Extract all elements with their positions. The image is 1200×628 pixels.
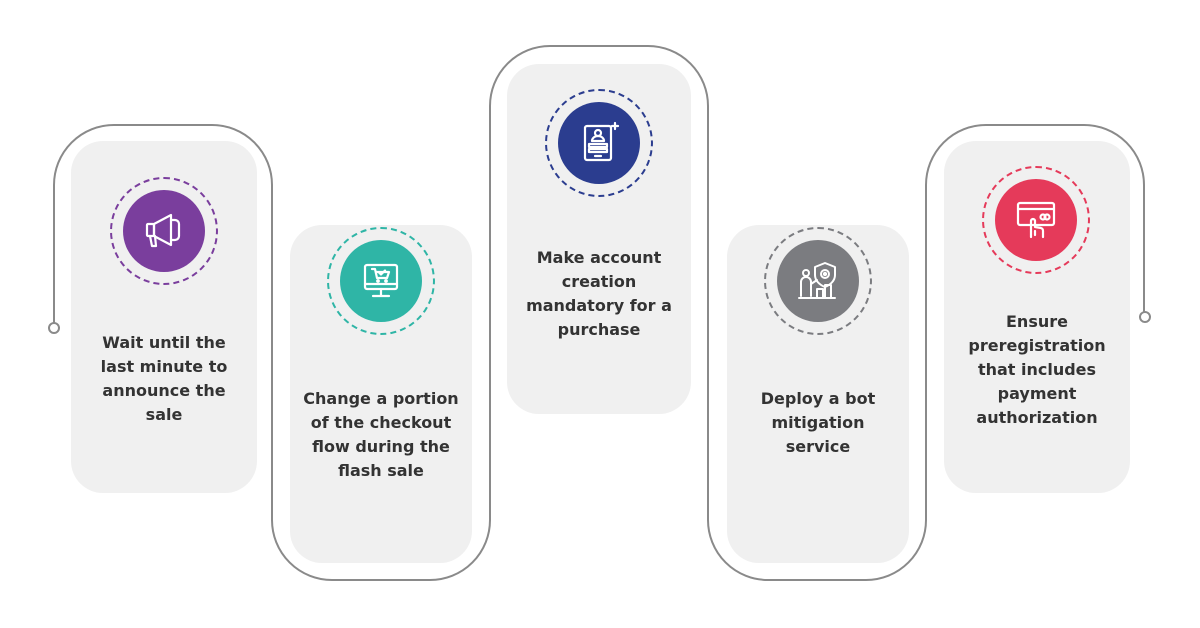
- card-payment-icon: [1016, 201, 1056, 239]
- step-icon-1: [110, 177, 218, 285]
- step-icon-4: [764, 227, 872, 335]
- step-icon-5: [982, 166, 1090, 274]
- path-end-dot: [1139, 311, 1151, 323]
- shield-gear-icon: [798, 262, 836, 299]
- account-form-icon: [583, 121, 620, 162]
- step-label-4: Deploy a bot mitigation service: [760, 389, 876, 456]
- step-label-5: Ensure preregistration that includes pay…: [968, 312, 1106, 427]
- step-label-1: Wait until the last minute to announce t…: [100, 333, 228, 424]
- step-label-3: Make account creation mandatory for a pu…: [526, 248, 672, 339]
- step-label-2: Change a portion of the checkout flow du…: [303, 389, 459, 480]
- monitor-cart-icon: [363, 263, 399, 298]
- step-icon-3: [545, 89, 653, 197]
- path-start-dot: [48, 322, 60, 334]
- step-icon-2: [327, 227, 435, 335]
- megaphone-icon: [145, 213, 181, 248]
